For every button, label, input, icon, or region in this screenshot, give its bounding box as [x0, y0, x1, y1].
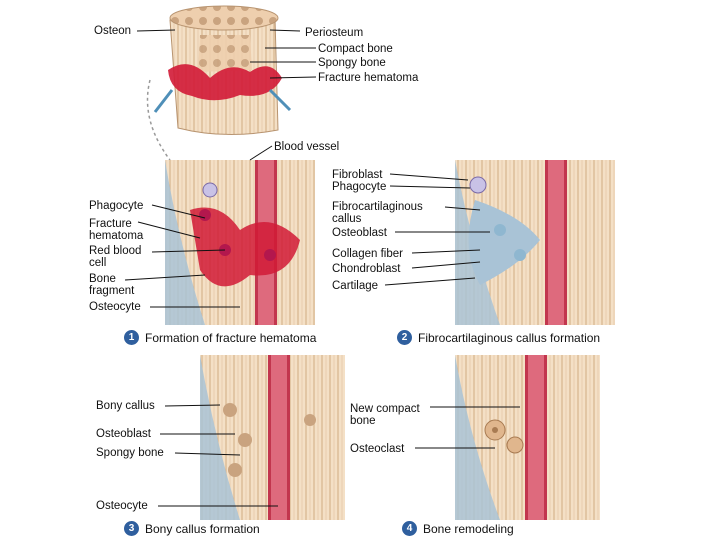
step-1-title: Formation of fracture hematoma [145, 330, 317, 345]
panel-4-illustration [455, 355, 600, 520]
label-fibroblast: Fibroblast [332, 169, 383, 181]
label-bony-callus: Bony callus [96, 400, 155, 412]
label-chondroblast: Chondroblast [332, 263, 401, 275]
label-phagocyte-left: Phagocyte [89, 200, 144, 212]
label-periosteum: Periosteum [305, 27, 364, 39]
step-1-badge: 1 [124, 330, 139, 345]
panel-2-illustration [455, 160, 615, 325]
step-4-title: Bone remodeling [423, 521, 514, 536]
label-osteoblast-3: Osteoblast [96, 428, 151, 440]
label-phagocyte-right: Phagocyte [332, 181, 387, 193]
step-2-title: Fibrocartilaginous callus formation [418, 330, 601, 345]
step-2-badge: 2 [397, 330, 412, 345]
panel-3-illustration [200, 355, 345, 520]
step-4-badge: 4 [402, 521, 417, 536]
label-osteoclast: Osteoclast [350, 443, 405, 455]
step-1-caption: 1 Formation of fracture hematoma [124, 330, 316, 345]
label-osteocyte-1: Osteocyte [89, 301, 141, 313]
leader-lines [124, 29, 520, 507]
panel-1-illustration [165, 160, 315, 325]
label-collagen-fiber: Collagen fiber [332, 248, 403, 260]
step-3-title: Bony callus formation [145, 521, 260, 536]
label-new-compact-bone: New compact bone [350, 403, 420, 427]
label-red-blood-cell: Red blood cell [89, 245, 142, 269]
label-spongy-bone: Spongy bone [318, 57, 386, 69]
label-fracture-hematoma: Fracture hematoma [318, 72, 419, 84]
label-osteocyte-3: Osteocyte [96, 500, 148, 512]
label-cartilage: Cartilage [332, 280, 379, 292]
top-bone-illustration [146, 5, 292, 161]
label-spongy-bone-3: Spongy bone [96, 447, 164, 459]
step-2-caption: 2 Fibrocartilaginous callus formation [397, 330, 600, 345]
label-osteoblast-2: Osteoblast [332, 227, 387, 239]
label-fracture-hematoma-left: Fracture hematoma [89, 218, 144, 242]
step-4-caption: 4 Bone remodeling [402, 521, 514, 536]
label-fibrocartilaginous-callus: Fibrocartilaginous callus [332, 201, 423, 225]
label-bone-fragment: Bone fragment [89, 273, 135, 297]
label-compact-bone: Compact bone [318, 43, 393, 55]
label-blood-vessel: Blood vessel [274, 141, 340, 153]
step-3-badge: 3 [124, 521, 139, 536]
label-osteon: Osteon [94, 25, 132, 37]
step-3-caption: 3 Bony callus formation [124, 521, 260, 536]
